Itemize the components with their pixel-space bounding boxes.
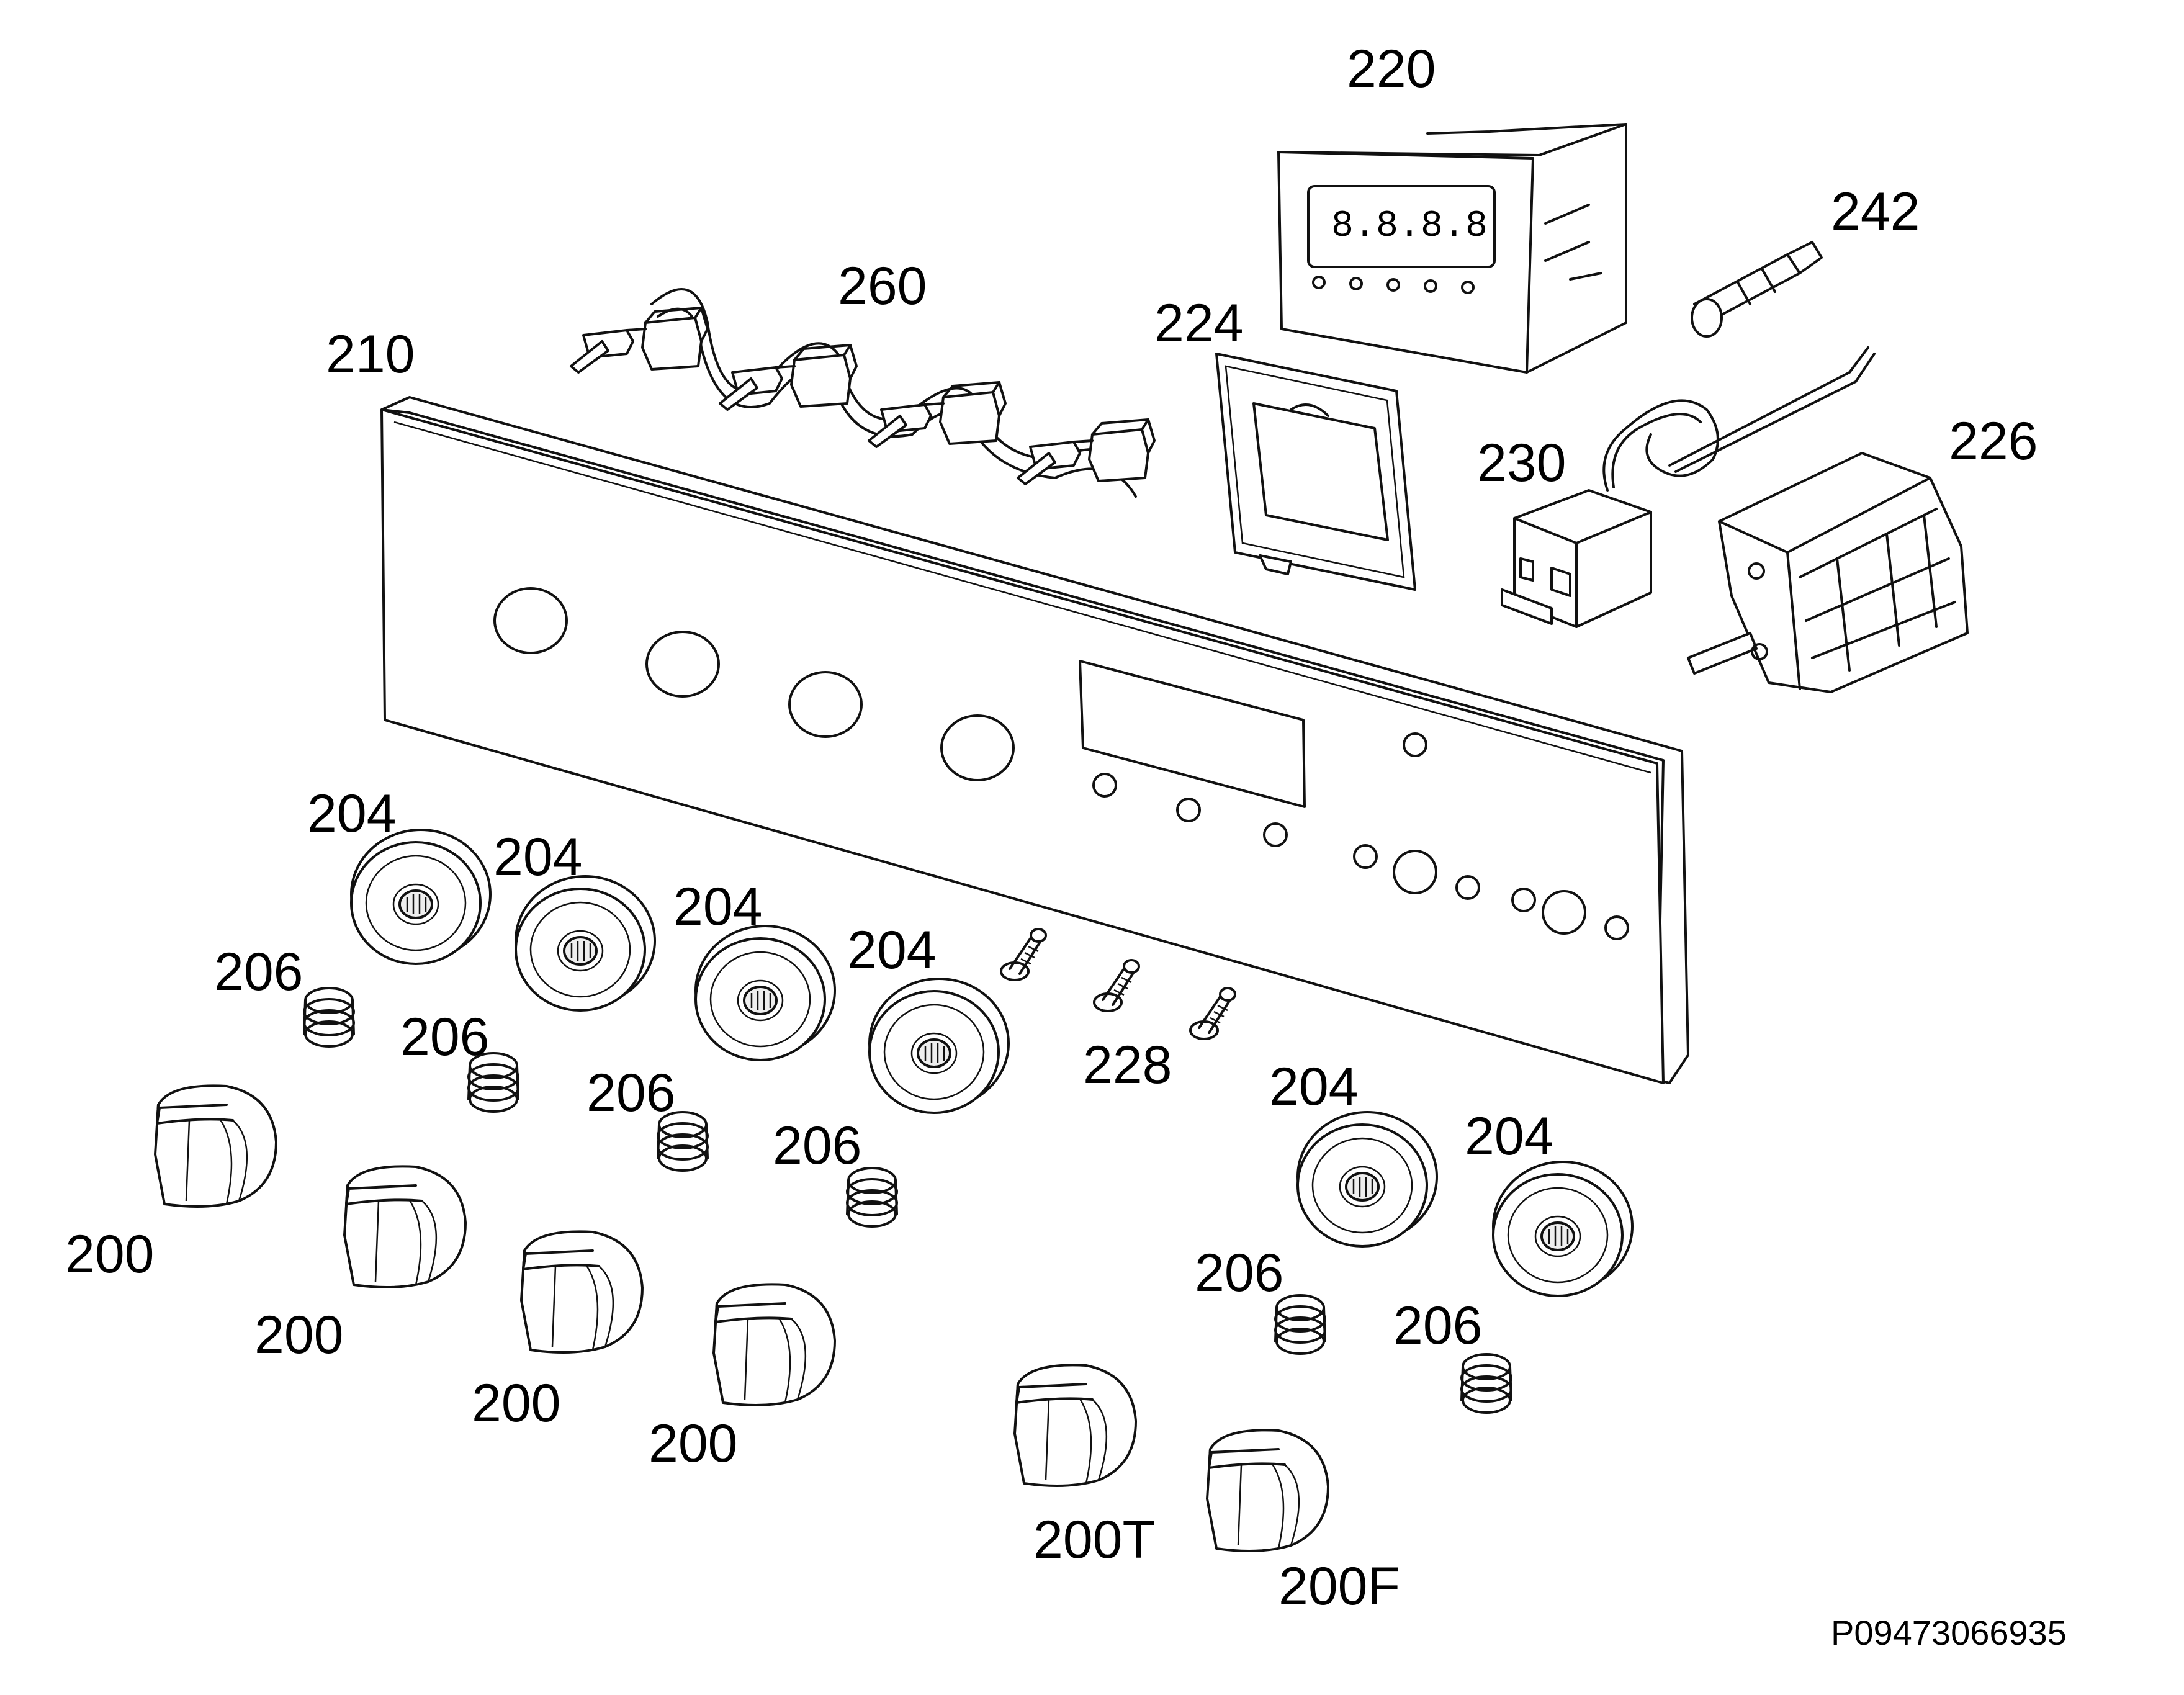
- label-200a: 200: [65, 1225, 155, 1284]
- label-260: 260: [838, 256, 927, 316]
- label-200b: 200: [254, 1305, 344, 1365]
- thermostat-230: [1501, 346, 1876, 628]
- label-206b: 206: [400, 1007, 490, 1067]
- selector-switch-226: [1687, 452, 1969, 693]
- label-200T: 200T: [1033, 1510, 1155, 1570]
- label-220: 220: [1347, 39, 1436, 99]
- label-200F: 200F: [1278, 1557, 1400, 1616]
- label-230: 230: [1477, 433, 1566, 493]
- timer-module-220: 8.8.8.8: [1277, 123, 1627, 374]
- label-206f: 206: [1393, 1296, 1483, 1356]
- control-panel-210: [380, 396, 1689, 1084]
- timer-display-digits: 8.8.8.8: [1331, 205, 1488, 248]
- label-242: 242: [1831, 182, 1920, 241]
- label-204a: 204: [307, 784, 397, 843]
- label-204e: 204: [1269, 1057, 1359, 1117]
- display-frame-224: [1215, 353, 1416, 591]
- label-206c: 206: [586, 1063, 676, 1123]
- label-206e: 206: [1195, 1243, 1284, 1303]
- label-204b: 204: [493, 827, 583, 887]
- label-204d: 204: [847, 920, 937, 980]
- sensor-242: [1691, 241, 1823, 338]
- label-204f: 204: [1465, 1107, 1554, 1166]
- light-switch-set-260: [570, 288, 1156, 498]
- label-206d: 206: [773, 1116, 862, 1176]
- label-224: 224: [1154, 294, 1244, 353]
- label-210: 210: [326, 325, 415, 384]
- label-204c: 204: [673, 877, 763, 937]
- label-200c: 200: [472, 1374, 561, 1433]
- label-226: 226: [1949, 411, 2038, 471]
- label-228: 228: [1083, 1035, 1172, 1095]
- label-206a: 206: [214, 942, 303, 1002]
- label-200d: 200: [649, 1414, 738, 1473]
- drawing-code: P09473066935: [1831, 1613, 2067, 1652]
